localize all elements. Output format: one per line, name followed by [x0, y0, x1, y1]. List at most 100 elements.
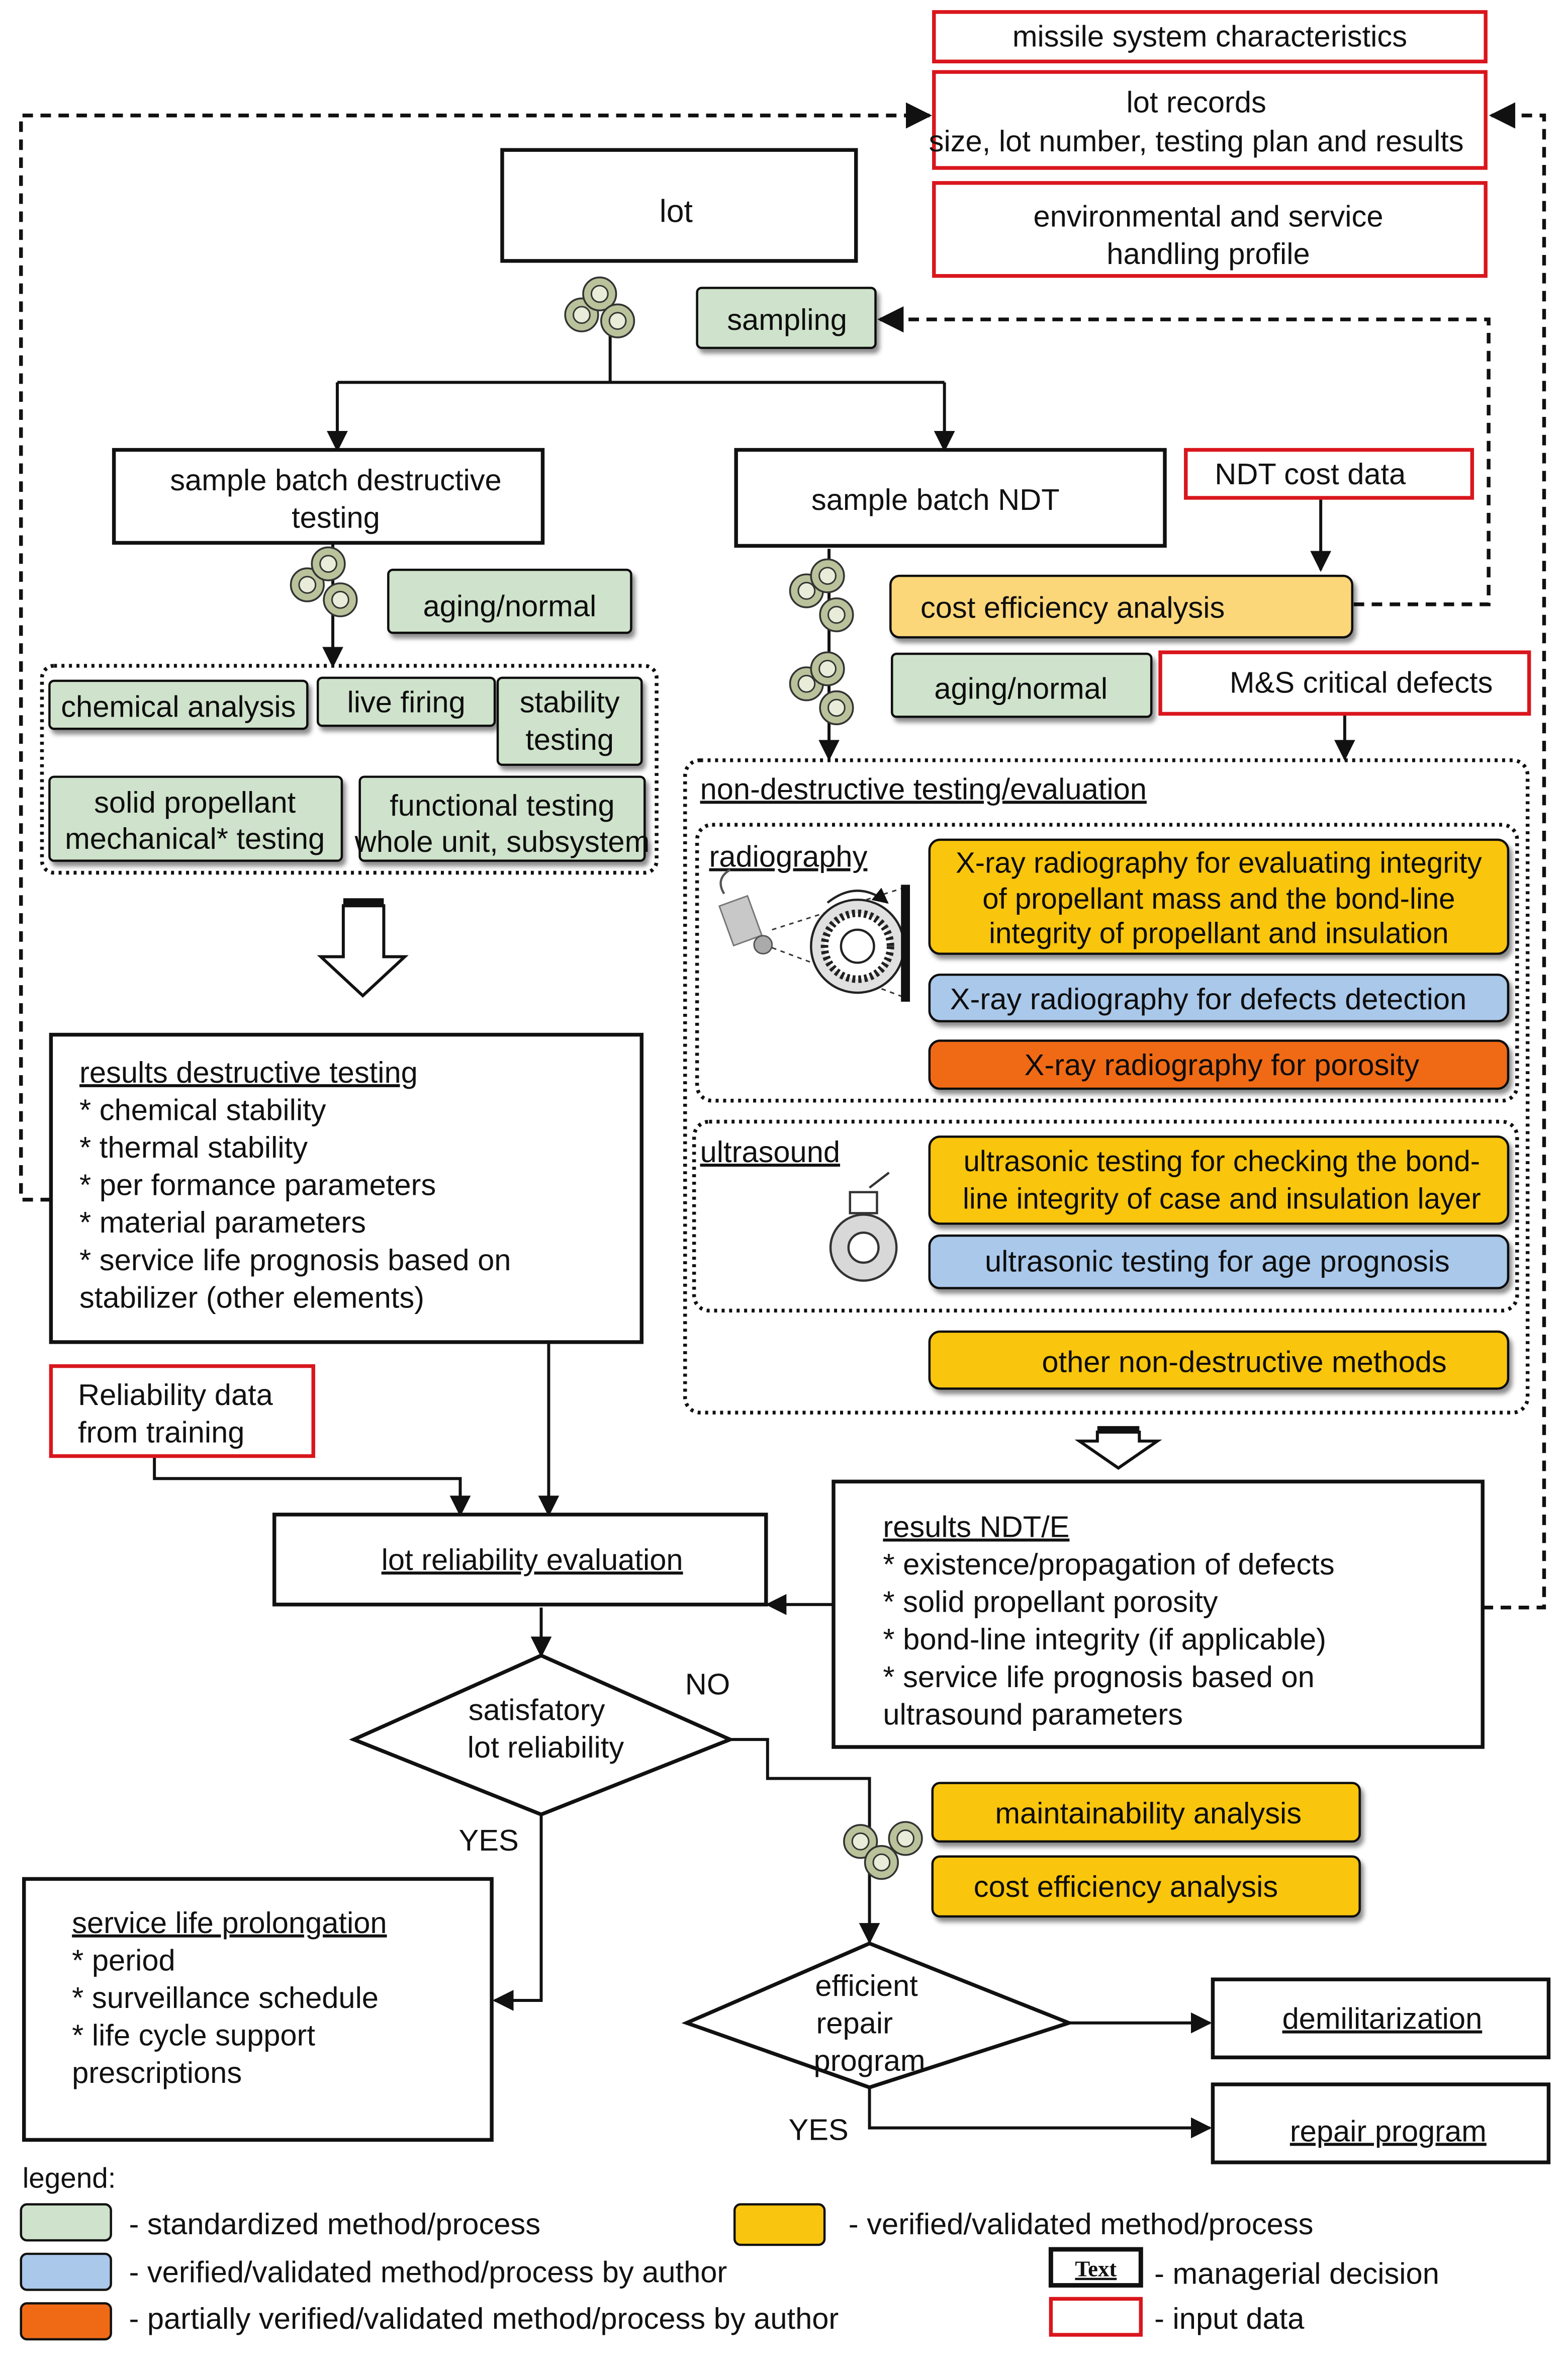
gear-icon-5	[843, 1821, 923, 1880]
svg-text:solid propellant: solid propellant	[94, 785, 296, 819]
ultrasound-group	[692, 1119, 1519, 1312]
svg-text:efficient: efficient	[815, 1969, 918, 2002]
svg-text:X-ray radiography for porosity: X-ray radiography for porosity	[1025, 1048, 1420, 1082]
svg-text:whole unit, subsystem: whole unit, subsystem	[354, 825, 650, 858]
svg-text:NDT cost data: NDT cost data	[1215, 457, 1406, 491]
svg-text:M&S critical defects: M&S critical defects	[1230, 666, 1493, 699]
svg-text:* thermal stability: * thermal stability	[79, 1130, 308, 1164]
legend: legend: - standardized method/process - …	[20, 2163, 1439, 2341]
svg-text:ultrasonic testing for checkin: ultrasonic testing for checking the bond…	[964, 1145, 1480, 1178]
svg-text:satisfatory: satisfatory	[469, 1693, 605, 1726]
no-label: NO	[685, 1668, 730, 1701]
service-life-box: service life prolongation * period * sur…	[22, 1877, 494, 2142]
sampling-box: sampling	[696, 287, 877, 349]
svg-text:sample batch NDT: sample batch NDT	[811, 483, 1060, 516]
cost-efficiency-top: cost efficiency analysis	[889, 574, 1354, 639]
svg-text:aging/normal: aging/normal	[423, 589, 597, 623]
ndt-evaluation-group	[683, 758, 1530, 1415]
ut-bondline: ultrasonic testing for checking the bond…	[928, 1135, 1510, 1225]
xray-integrity: X-ray radiography for evaluating integri…	[928, 838, 1510, 955]
svg-text:service life prolongation: service life prolongation	[72, 1906, 387, 1940]
aging-normal-left: aging/normal	[387, 568, 632, 634]
legend-input-label: - input data	[1154, 2302, 1305, 2335]
svg-text:size, lot number, testing plan: size, lot number, testing plan and resul…	[929, 124, 1464, 158]
demilitarization-box: demilitarization	[1211, 1977, 1551, 2060]
results-destructive-box: results destructive testing * chemical s…	[49, 1032, 644, 1344]
svg-text:other non-destructive methods: other non-destructive methods	[1042, 1345, 1446, 1379]
svg-text:stabilizer (other elements): stabilizer (other elements)	[79, 1280, 424, 1314]
gear-icon-3	[789, 558, 854, 633]
svg-text:demilitarization: demilitarization	[1282, 2002, 1483, 2036]
svg-text:lot reliability: lot reliability	[468, 1730, 624, 1764]
lot-box: lot	[500, 148, 858, 263]
svg-text:aging/normal: aging/normal	[934, 672, 1108, 706]
decision-repair-program: efficient repair program	[681, 1941, 1075, 2089]
svg-text:maintainability analysis: maintainability analysis	[995, 1796, 1302, 1830]
xray-device-icon	[718, 868, 910, 1002]
svg-text:sample batch destructive: sample batch destructive	[170, 463, 502, 497]
xray-porosity: X-ray radiography for porosity	[928, 1039, 1510, 1090]
svg-text:X-ray radiography for evaluati: X-ray radiography for evaluating integri…	[956, 847, 1482, 880]
destructive-methods-group	[40, 664, 659, 875]
gear-icon-1	[564, 276, 635, 338]
legend-orange-swatch	[20, 2302, 112, 2341]
svg-text:* chemical stability: * chemical stability	[79, 1093, 326, 1127]
ultrasound-title: ultrasound	[700, 1135, 840, 1169]
legend-title: legend:	[23, 2163, 116, 2195]
legend-blue-label: - verified/validated method/process by a…	[129, 2255, 727, 2289]
svg-text:* solid propellant porosity: * solid propellant porosity	[883, 1585, 1218, 1619]
svg-text:* existence/propagation of def: * existence/propagation of defects	[883, 1547, 1334, 1581]
legend-yellow-label: - verified/validated method/process	[849, 2207, 1314, 2241]
decision-lot-reliability: satisfatory lot reliability	[349, 1653, 735, 1817]
legend-blue-swatch	[20, 2252, 112, 2291]
radiography-title: radiography	[709, 840, 867, 873]
input-ndt-cost-data: NDT cost data	[1184, 448, 1474, 500]
svg-text:from training: from training	[78, 1416, 244, 1449]
svg-text:* service life prognosis based: * service life prognosis based on	[79, 1243, 511, 1277]
input-lot-records: lot records size, lot number, testing pl…	[929, 70, 1488, 170]
svg-text:Text: Text	[1075, 2256, 1117, 2282]
svg-text:prescriptions: prescriptions	[72, 2056, 242, 2089]
svg-text:environmental and service: environmental and service	[1033, 199, 1383, 233]
gear-icon-4	[789, 651, 854, 726]
solid-propellant-testing: solid propellant mechanical* testing	[48, 775, 343, 862]
cost-efficiency-bottom: cost efficiency analysis	[931, 1855, 1361, 1918]
stability-testing: stability testing	[496, 676, 643, 766]
maintainability-analysis: maintainability analysis	[931, 1782, 1361, 1843]
destructive-testing-box: sample batch destructive testing	[112, 448, 545, 545]
svg-text:mechanical* testing: mechanical* testing	[65, 822, 325, 855]
xray-defects: X-ray radiography for defects detection	[928, 974, 1510, 1022]
input-environmental-profile: environmental and service handling profi…	[932, 181, 1488, 278]
svg-text:* service life prognosis based: * service life prognosis based on	[883, 1660, 1314, 1694]
svg-text:lot records: lot records	[1126, 85, 1266, 119]
aging-normal-right: aging/normal	[891, 652, 1153, 718]
other-ndt-methods: other non-destructive methods	[928, 1330, 1510, 1390]
svg-text:sampling: sampling	[727, 303, 847, 336]
legend-yellow-swatch	[733, 2203, 826, 2246]
svg-text:stability: stability	[520, 685, 620, 719]
legend-input-swatch	[1049, 2297, 1143, 2337]
svg-text:program: program	[814, 2044, 926, 2077]
svg-text:cost efficiency analysis: cost efficiency analysis	[920, 591, 1225, 625]
lot-reliability-box: lot reliability evaluation	[272, 1513, 768, 1607]
svg-text:line integrity of case and ins: line integrity of case and insulation la…	[963, 1182, 1481, 1215]
gear-icon-2	[290, 546, 358, 618]
svg-text:results destructive testing: results destructive testing	[79, 1056, 418, 1089]
ut-age-prognosis: ultrasonic testing for age prognosis	[928, 1234, 1510, 1289]
legend-green-swatch	[20, 2203, 112, 2242]
svg-text:functional testing: functional testing	[390, 789, 614, 822]
svg-text:* life cycle support: * life cycle support	[72, 2018, 315, 2052]
svg-text:lot reliability evaluation: lot reliability evaluation	[382, 1543, 683, 1576]
svg-text:ultrasonic testing for age pro: ultrasonic testing for age prognosis	[985, 1245, 1450, 1278]
svg-text:* material parameters: * material parameters	[79, 1205, 366, 1239]
svg-text:repair: repair	[816, 2006, 893, 2040]
hollow-arrow-left	[317, 898, 409, 998]
legend-orange-label: - partially verified/validated method/pr…	[129, 2302, 839, 2335]
svg-text:testing: testing	[525, 723, 614, 756]
input-missile-system: missile system characteristics	[932, 10, 1488, 63]
input-reliability-training: Reliability data from training	[49, 1364, 315, 1458]
svg-text:missile system characteristics: missile system characteristics	[1012, 19, 1407, 53]
svg-text:repair program: repair program	[1290, 2114, 1487, 2148]
svg-text:ultrasound parameters: ultrasound parameters	[883, 1697, 1183, 1731]
